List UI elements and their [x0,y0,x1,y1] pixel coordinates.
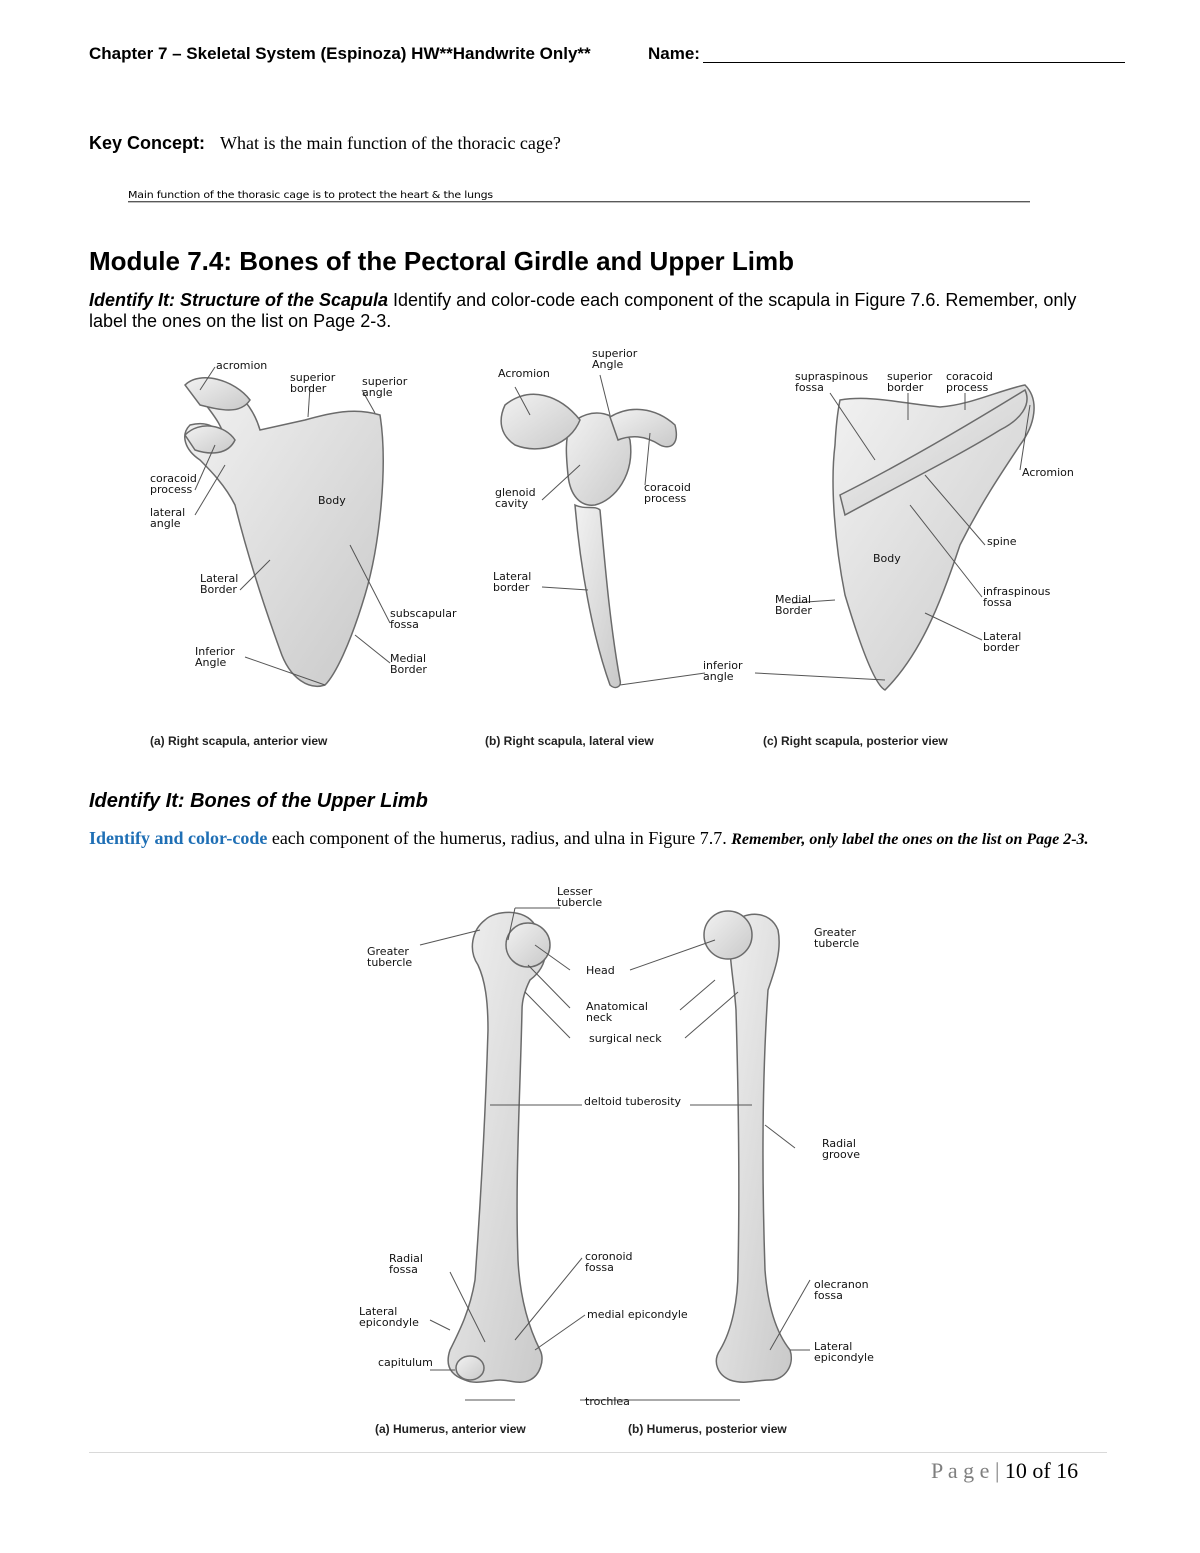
label-c-infraspinous-fossa: infraspinous fossa [983,586,1050,608]
label-a-acromion: acromion [216,360,267,371]
caption-scapula-anterior: (a) Right scapula, anterior view [150,734,327,748]
label-c-coracoid-process: coracoid process [946,371,993,393]
upper-limb-intro-bold: Remember, only label the ones on the lis… [731,831,1088,848]
label-b-inferior-angle: inferior angle [703,660,743,682]
humerus-posterior-drawing [704,911,791,1382]
upper-limb-instructions: Identify and color-code each component o… [89,824,1109,854]
key-concept-question: What is the main function of the thoraci… [220,133,561,153]
footer-divider [89,1452,1107,1453]
label-greater-tubercle-posterior: Greater tubercle [814,927,859,949]
label-lateral-epicondyle-anterior: Lateral epicondyle [359,1306,419,1328]
upper-limb-intro-blue: Identify and color-code [89,828,267,848]
upper-limb-heading: Identify It: Bones of the Upper Limb [89,790,428,813]
label-c-body: Body [873,553,901,564]
label-b-superior-angle: superior Angle [592,348,637,370]
label-c-medial-border: Medial Border [775,594,812,616]
label-lateral-epicondyle-posterior: Lateral epicondyle [814,1341,874,1363]
label-b-acromion: Acromion [498,368,550,379]
caption-humerus-anterior: (a) Humerus, anterior view [375,1422,526,1436]
label-radial-groove: Radial groove [822,1138,860,1160]
name-field[interactable] [703,62,1125,63]
label-b-lateral-border: Lateral border [493,571,531,593]
label-a-subscapular-fossa: subscapular fossa [390,608,456,630]
scapula-anterior-drawing [185,378,383,686]
label-a-lateral-angle: lateral angle [150,507,185,529]
label-b-coracoid-process: coracoid process [644,482,691,504]
key-concept: Key Concept: What is the main function o… [89,133,561,154]
label-a-medial-border: Medial Border [390,653,427,675]
label-c-acromion: Acromion [1022,467,1074,478]
humerus-anterior-drawing [448,912,550,1382]
label-greater-tubercle-anterior: Greater tubercle [367,946,412,968]
label-a-body: Body [318,495,346,506]
label-head: Head [586,965,615,976]
label-b-glenoid-cavity: glenoid cavity [495,487,536,509]
worksheet-title: Chapter 7 – Skeletal System (Espinoza) H… [89,44,591,64]
scapula-instructions: Identify It: Structure of the Scapula Id… [89,290,1119,332]
label-lesser-tubercle: Lesser tubercle [557,886,602,908]
label-c-superior-border: superior border [887,371,932,393]
label-capitulum: capitulum [378,1357,433,1368]
scapula-lateral-drawing [501,394,676,687]
label-a-coracoid-process: coracoid process [150,473,197,495]
scapula-figure [140,345,1100,755]
scapula-heading: Identify It: Structure of the Scapula [89,290,388,310]
name-label: Name: [648,44,700,64]
module-title: Module 7.4: Bones of the Pectoral Girdle… [89,246,794,277]
caption-humerus-posterior: (b) Humerus, posterior view [628,1422,787,1436]
caption-scapula-lateral: (b) Right scapula, lateral view [485,734,654,748]
label-a-lateral-border: Lateral Border [200,573,238,595]
label-deltoid-tuberosity: deltoid tuberosity [584,1096,681,1107]
label-trochlea: trochlea [585,1396,630,1407]
label-radial-fossa: Radial fossa [389,1253,423,1275]
label-a-inferior-angle: Inferior Angle [195,646,235,668]
page-number: 10 of 16 [999,1458,1078,1483]
key-concept-label: Key Concept: [89,133,205,153]
label-olecranon-fossa: olecranon fossa [814,1279,869,1301]
label-coronoid-fossa: coronoid fossa [585,1251,633,1273]
label-surgical-neck: surgical neck [589,1033,662,1044]
label-a-superior-border: superior border [290,372,335,394]
upper-limb-intro-rest: each component of the humerus, radius, a… [267,828,731,848]
label-c-lateral-border: Lateral border [983,631,1021,653]
key-concept-answer[interactable]: Main function of the thorasic cage is to… [128,189,1030,203]
label-a-superior-angle: superior angle [362,376,407,398]
page-label: P a g e | [931,1458,999,1483]
label-medial-epicondyle: medial epicondyle [587,1309,688,1320]
label-anatomical-neck: Anatomical neck [586,1001,648,1023]
caption-scapula-posterior: (c) Right scapula, posterior view [763,734,948,748]
page-footer: P a g e | 10 of 16 [931,1458,1078,1484]
label-c-supraspinous-fossa: supraspinous fossa [795,371,868,393]
label-c-spine: spine [987,536,1017,547]
